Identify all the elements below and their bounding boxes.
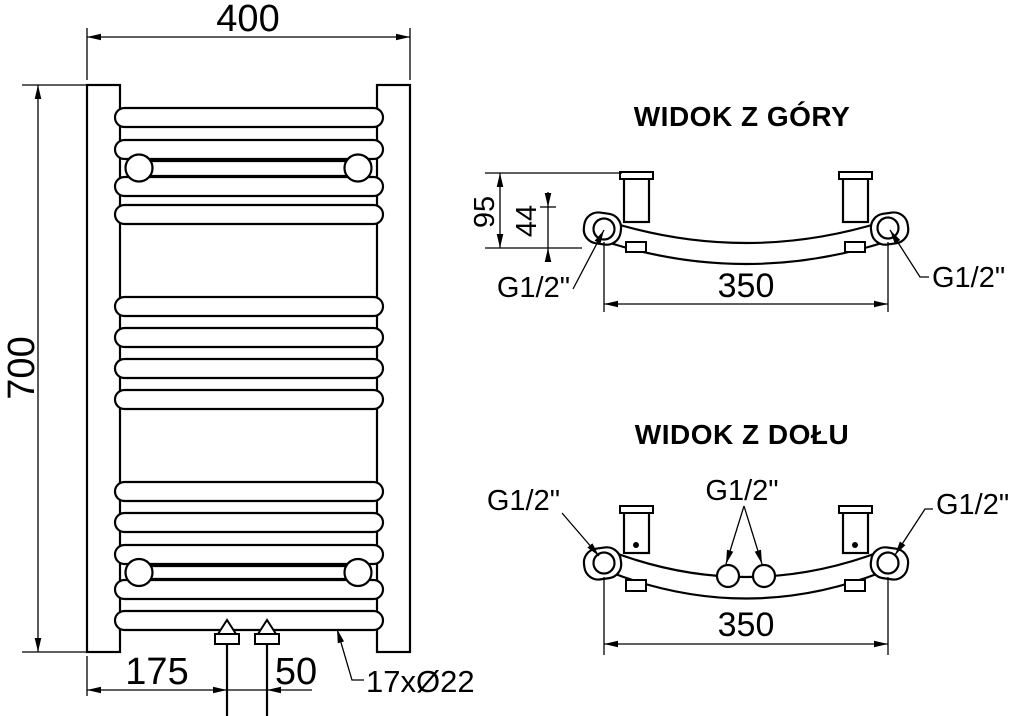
stud-dot-right [852, 542, 858, 548]
valve-left [214, 618, 240, 645]
stud-foot-right [844, 579, 866, 592]
conn-left-value: G1/2" [487, 485, 560, 517]
bracket-knob-left [124, 153, 154, 183]
stud-dot-left [633, 542, 639, 548]
wall-bracket-top [124, 153, 373, 183]
stud-foot-left [625, 241, 647, 253]
top-view: WIDOK Z GÓRY G1/2" G1/2" 95 [469, 101, 1005, 312]
collector-stud-left-cap [619, 171, 654, 180]
conn-circle-left [592, 217, 616, 241]
radiator-tube [113, 138, 385, 161]
dim-valves: 175 50 [86, 651, 317, 696]
leader-line [561, 512, 600, 557]
radiator-tube [113, 543, 385, 566]
radiator-tube [113, 295, 385, 318]
dim-span-top: 350 [603, 242, 889, 312]
center-conn-circle-right [751, 563, 777, 589]
radiator-tube [113, 175, 385, 198]
conn-right-value: G1/2" [932, 262, 1005, 294]
conn-callout-center: G1/2" [705, 475, 779, 565]
dim-height: 700 [1, 84, 87, 653]
dim-span-top-value: 350 [718, 267, 775, 305]
valve-right [254, 618, 280, 645]
conn-callout-right: G1/2" [894, 489, 1009, 556]
radiator-tube [113, 511, 385, 534]
leader-line [336, 628, 364, 681]
dim-axis-value: 44 [511, 205, 543, 237]
curved-tube-band [608, 220, 884, 266]
bracket-knob-left [124, 557, 154, 588]
radiator-tube [113, 326, 385, 349]
top-view-title: WIDOK Z GÓRY [634, 101, 851, 132]
conn-callout-left: G1/2" [487, 485, 600, 557]
conn-center-value: G1/2" [705, 475, 778, 507]
leader-line [894, 508, 933, 556]
dim-width: 400 [86, 0, 411, 80]
conn-callout-left: G1/2" [497, 229, 605, 304]
dim-height-value: 700 [1, 336, 43, 399]
center-conn-circle-left [715, 563, 741, 589]
radiator-tube [113, 578, 385, 601]
stud-foot-left [625, 579, 647, 592]
conn-circle-right [876, 216, 900, 240]
conn-circle-right [876, 551, 900, 575]
valve-body [214, 633, 240, 645]
radiator-tube [113, 480, 385, 503]
radiator-tube [113, 203, 385, 226]
dim-axis: 44 [511, 192, 556, 262]
radiator-tube [113, 357, 385, 380]
dim-depth-value: 95 [469, 196, 501, 228]
leader-line [889, 229, 929, 278]
collector-stud-right-cap [838, 505, 873, 514]
dim-valve-spacing-value: 50 [275, 651, 317, 693]
radiator-tube [113, 388, 385, 411]
dim-span-bottom-value: 350 [718, 606, 775, 644]
stud-foot-right [844, 241, 866, 253]
tube-spec-callout: 17xØ22 [336, 628, 475, 699]
wall-bracket-bottom [124, 557, 373, 588]
collector-stud-left [622, 172, 651, 224]
leader-line [725, 505, 745, 565]
leader-line [743, 505, 763, 565]
collector-stud-left-cap [619, 505, 654, 514]
dim-width-value: 400 [216, 0, 279, 40]
collector-stud-right-cap [838, 171, 873, 180]
bottom-view-title: WIDOK Z DOŁU [635, 419, 849, 450]
collector-stud-right [841, 172, 870, 224]
tube-spec-value: 17xØ22 [366, 664, 475, 699]
tube-group-bottom [113, 480, 385, 632]
radiator-tube [113, 609, 385, 632]
conn-circle-left [592, 551, 616, 575]
tube-group-middle [113, 295, 385, 411]
conn-callout-right: G1/2" [889, 229, 1005, 294]
valve-body [254, 633, 280, 645]
conn-right-value: G1/2" [936, 489, 1009, 521]
bottom-view: WIDOK Z DOŁU G1/2" G1/2" [487, 419, 1009, 655]
dim-valve-offset-value: 175 [125, 651, 188, 693]
tube-group-top [113, 106, 385, 226]
bracket-knob-right [343, 557, 373, 588]
dim-depth: 95 [469, 172, 622, 249]
dim-span-bottom: 350 [603, 577, 889, 655]
front-view: 400 700 175 50 17xØ22 [1, 0, 475, 716]
conn-left-value: G1/2" [497, 272, 570, 304]
leader-line [572, 229, 605, 290]
curved-tube-band [608, 549, 884, 600]
radiator-tube [113, 106, 385, 129]
bracket-knob-right [343, 153, 373, 183]
